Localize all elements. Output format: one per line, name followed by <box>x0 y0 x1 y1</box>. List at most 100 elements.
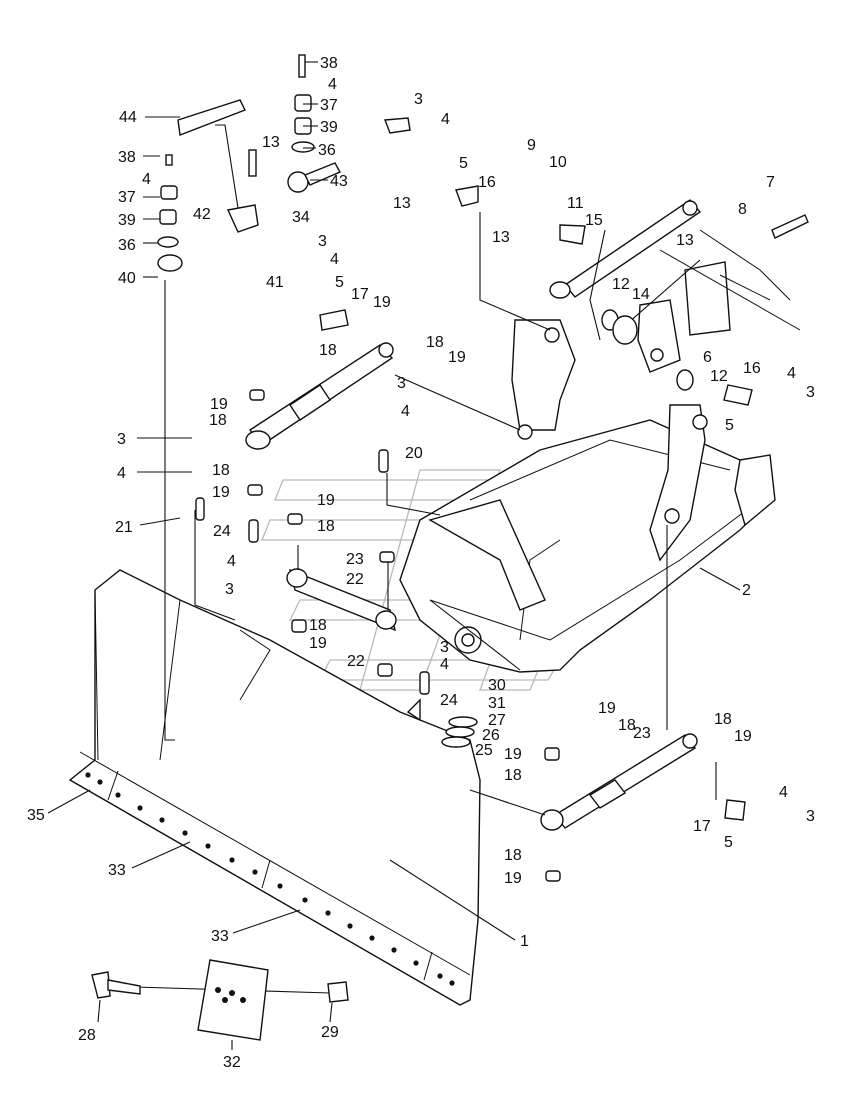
callout-38b: 38 <box>118 149 136 166</box>
callout-40: 40 <box>118 270 136 287</box>
callout-4h: 4 <box>779 784 788 801</box>
callout-33b: 33 <box>211 928 229 945</box>
callout-16b: 16 <box>743 360 761 377</box>
callout-3g: 3 <box>806 384 815 401</box>
callout-3c: 3 <box>397 375 406 392</box>
callout-23b: 23 <box>633 725 651 742</box>
blade <box>68 569 481 1006</box>
callout-18a: 18 <box>319 342 337 359</box>
callout-3d: 3 <box>117 431 126 448</box>
hardware-pieces <box>91 54 809 1041</box>
callout-3a: 3 <box>414 91 423 108</box>
callout-12a: 12 <box>612 276 630 293</box>
callout-18f: 18 <box>309 617 327 634</box>
callout-5b: 5 <box>335 274 344 291</box>
callout-4c: 4 <box>401 403 410 420</box>
callout-4e: 4 <box>227 553 236 570</box>
upper-right-cylinder <box>549 199 702 299</box>
callout-6: 6 <box>703 349 712 366</box>
callout-41: 41 <box>266 274 284 291</box>
callout-36a: 36 <box>318 142 336 159</box>
callout-20: 20 <box>405 445 423 462</box>
callout-39b: 39 <box>118 212 136 229</box>
leader-lines <box>134 124 717 994</box>
callout-4d: 4 <box>117 465 126 482</box>
callout-36b: 36 <box>118 237 136 254</box>
callout-26: 26 <box>482 727 500 744</box>
callout-15: 15 <box>585 212 603 229</box>
callout-12b: 12 <box>710 368 728 385</box>
callout-13a: 13 <box>393 195 411 212</box>
callout-19j: 19 <box>504 870 522 887</box>
callout-4i: 4 <box>328 76 337 93</box>
callout-18c: 18 <box>209 412 227 429</box>
callout-34: 34 <box>292 209 310 226</box>
callout-19g: 19 <box>598 700 616 717</box>
callout-22a: 22 <box>346 571 364 588</box>
callout-37a: 37 <box>320 97 338 114</box>
callout-13c: 13 <box>492 229 510 246</box>
upper-right-bracket <box>637 229 801 373</box>
callout-18j: 18 <box>504 847 522 864</box>
callout-4j: 4 <box>142 171 151 188</box>
callout-27: 27 <box>488 712 506 729</box>
callout-44: 44 <box>119 109 137 126</box>
callout-3h: 3 <box>806 808 815 825</box>
callout-32: 32 <box>223 1054 241 1071</box>
callout-18e: 18 <box>317 518 335 535</box>
callout-4g: 4 <box>787 365 796 382</box>
callout-18i: 18 <box>504 767 522 784</box>
callout-14: 14 <box>632 286 650 303</box>
callout-35: 35 <box>27 807 45 824</box>
callout-2: 2 <box>742 582 751 599</box>
callout-17b: 17 <box>693 818 711 835</box>
callout-5d: 5 <box>724 834 733 851</box>
callout-18b: 18 <box>426 334 444 351</box>
callout-3b: 3 <box>318 233 327 250</box>
callout-39a: 39 <box>320 119 338 136</box>
callout-16a: 16 <box>478 174 496 191</box>
callout-31: 31 <box>488 695 506 712</box>
callout-9: 9 <box>527 137 536 154</box>
callout-24b: 24 <box>440 692 458 709</box>
callout-33a: 33 <box>108 862 126 879</box>
callout-18h: 18 <box>714 711 732 728</box>
callout-3e: 3 <box>225 581 234 598</box>
callout-19e: 19 <box>317 492 335 509</box>
lower-right-cylinder <box>540 733 698 831</box>
callout-18g: 18 <box>618 717 636 734</box>
callout-19h: 19 <box>734 728 752 745</box>
callout-38a: 38 <box>320 55 338 72</box>
callout-13b: 13 <box>262 134 280 151</box>
callout-24a: 24 <box>213 523 231 540</box>
part-callouts: 1 2 3 3 3 3 3 3 3 3 4 4 4 4 4 4 4 4 4 4 … <box>27 55 815 1071</box>
callout-13d: 13 <box>676 232 694 249</box>
callout-ticks <box>47 61 333 1050</box>
callout-7: 7 <box>766 174 775 191</box>
callout-30: 30 <box>488 677 506 694</box>
callout-8: 8 <box>738 201 747 218</box>
callout-25: 25 <box>475 742 493 759</box>
callout-42: 42 <box>193 206 211 223</box>
callout-3f: 3 <box>440 639 449 656</box>
callout-22b: 22 <box>347 653 365 670</box>
callout-23a: 23 <box>346 551 364 568</box>
callout-19d: 19 <box>212 484 230 501</box>
callout-11: 11 <box>567 195 584 212</box>
callout-10: 10 <box>549 154 567 171</box>
callout-29: 29 <box>321 1024 339 1041</box>
callout-19c: 19 <box>210 396 228 413</box>
callout-5a: 5 <box>459 155 468 172</box>
center-brace-link <box>286 568 421 722</box>
left-lift-cylinder <box>245 342 394 450</box>
callout-17a: 17 <box>351 286 369 303</box>
callout-43: 43 <box>330 173 348 190</box>
callout-4b: 4 <box>330 251 339 268</box>
callout-28: 28 <box>78 1027 96 1044</box>
callout-18d: 18 <box>212 462 230 479</box>
callout-19f: 19 <box>309 635 327 652</box>
callout-1: 1 <box>520 933 529 950</box>
callout-19i: 19 <box>504 746 522 763</box>
callout-5c: 5 <box>725 417 734 434</box>
